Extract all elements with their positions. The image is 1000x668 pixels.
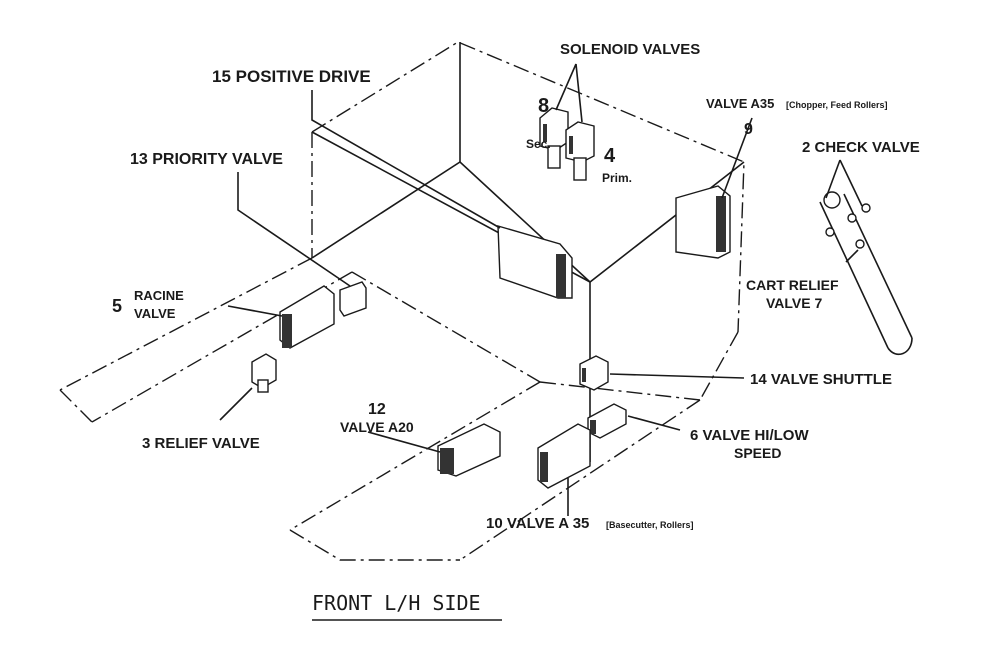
label-solenoid-valves: SOLENOID VALVES <box>560 41 700 58</box>
label-valve-hilow: 6 VALVE HI/LOW <box>690 427 809 444</box>
label-valve-a20: VALVE A20 <box>340 419 414 435</box>
label-relief-valve: 3 RELIEF VALVE <box>142 435 260 452</box>
valve-a35-basecutter <box>537 423 591 489</box>
frame-outline <box>59 41 745 561</box>
label-sec: Sec. <box>526 137 551 151</box>
check-valve-pipe <box>819 191 913 356</box>
valve-a35-chopper <box>675 185 731 259</box>
label-number-12: 12 <box>368 401 386 418</box>
racine-valve-block <box>279 285 335 349</box>
leader-lines <box>219 63 863 516</box>
label-priority-valve: 13 PRIORITY VALVE <box>130 151 283 168</box>
label-prim: Prim. <box>602 171 632 185</box>
label-number-5: 5 <box>112 296 122 316</box>
label-number-9: 9 <box>744 121 753 138</box>
priority-valve-block <box>339 281 367 317</box>
valve-a20-block <box>437 423 501 477</box>
label-valve-shuttle: 14 VALVE SHUTTLE <box>750 371 892 388</box>
solenoid-valve-4 <box>565 121 595 181</box>
label-speed: SPEED <box>734 445 781 461</box>
label-number-4: 4 <box>604 145 616 167</box>
diagram-caption: FRONT L/H SIDE <box>312 591 481 615</box>
label-valve-a35-top: VALVE A35 <box>706 96 774 111</box>
label-positive-drive: 15 POSITIVE DRIVE <box>212 67 371 86</box>
label-racine-valve: VALVE <box>134 306 176 321</box>
relief-valve-block <box>251 353 277 393</box>
valve-hilow-block <box>587 403 627 439</box>
label-check-valve: 2 CHECK VALVE <box>802 139 920 156</box>
label-racine: RACINE <box>134 288 184 303</box>
label-number-8: 8 <box>538 95 549 117</box>
label-cart-relief: CART RELIEF <box>746 277 839 293</box>
valve-shuttle-block <box>579 355 609 391</box>
label-cart-relief-valve: VALVE 7 <box>766 295 822 311</box>
label-valve-a35-top-note: [Chopper, Feed Rollers] <box>786 100 888 110</box>
positive-drive-block <box>497 225 573 299</box>
label-valve-a35-bottom: 10 VALVE A 35 <box>486 515 589 532</box>
label-valve-a35-bottom-note: [Basecutter, Rollers] <box>606 520 694 530</box>
